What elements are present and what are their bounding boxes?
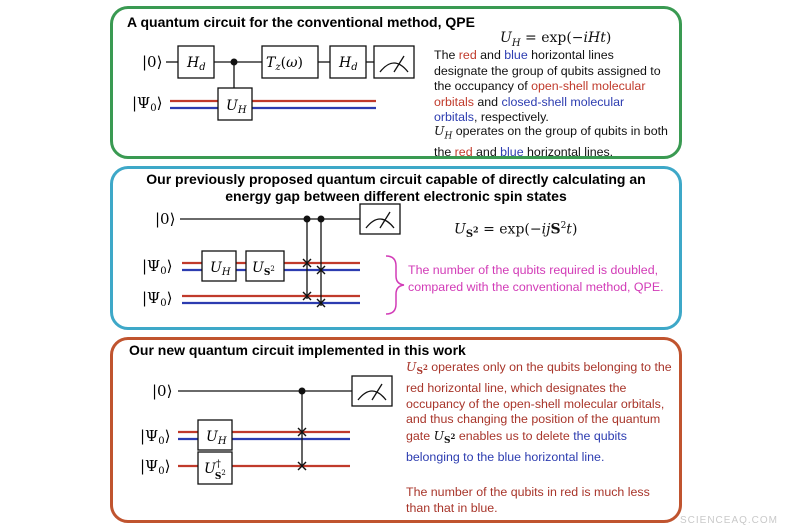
control-dot [230, 58, 238, 66]
us2-dagger-gate-label: U†S2 [204, 459, 226, 482]
swap-markers [297, 427, 307, 471]
us2-dagger-gate [197, 451, 233, 485]
ket-0-label: |0⟩ [155, 210, 175, 228]
control-dot-2 [317, 215, 325, 223]
qpe-panel-title: A quantum circuit for the conventional m… [127, 14, 475, 30]
previous-method-title: Our previously proposed quantum circuit … [146, 171, 646, 204]
new-method-note-2: The number of the qubits in red is much … [406, 485, 650, 515]
doubled-qubits-note: The number of the qubits required is dou… [408, 263, 664, 294]
new-method-note: US2 operates only on the qubits belongin… [406, 359, 672, 464]
measurement-icon [373, 45, 415, 79]
new-method-title: Our new quantum circuit implemented in t… [129, 342, 466, 358]
swap-markers [302, 258, 326, 308]
tz-gate [261, 45, 319, 79]
uh-equation: UH = exp(−iHt) [500, 30, 612, 49]
us2-gate [245, 250, 285, 282]
watermark: SCIENCEAQ.COM [679, 515, 778, 526]
uh-gate [217, 87, 253, 121]
magenta-brace [385, 255, 405, 315]
uh-gate [201, 250, 237, 282]
control-dot-1 [303, 215, 311, 223]
uh-gate [197, 419, 233, 451]
measurement-icon [359, 203, 401, 235]
hadamard-gate-2 [329, 45, 367, 79]
tz-gate-label: Tz(ω) [266, 55, 303, 73]
ket-0-label: |0⟩ [152, 382, 172, 400]
us2-equation: US2 = exp(−ijS2t) [454, 221, 578, 241]
qpe-note-uh: UH operates on the group of qubits in bo… [434, 123, 668, 160]
ket-psi-label-2: |Ψ0⟩ [140, 457, 170, 477]
ket-psi-label-1: |Ψ0⟩ [140, 427, 170, 447]
qpe-note-lines: The red and blue horizontal lines design… [434, 48, 661, 125]
qpe-panel [110, 6, 682, 159]
hadamard-gate-1 [177, 45, 215, 79]
control-dot [298, 387, 306, 395]
ket-0-label: |0⟩ [142, 53, 162, 71]
